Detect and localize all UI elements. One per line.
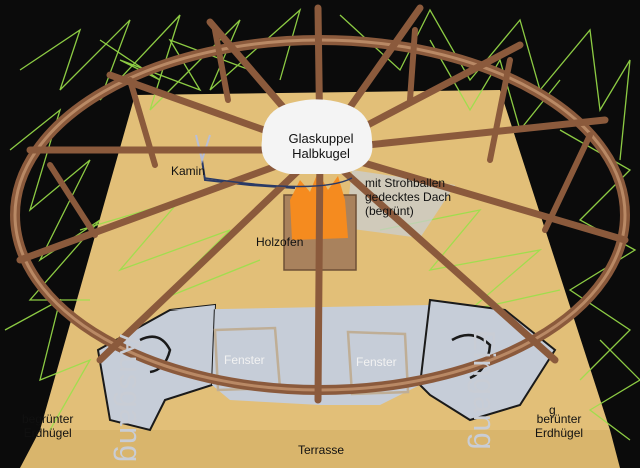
hill-left-label: begrünter Erdhügel [22, 412, 74, 440]
window-right-label: Fenster [356, 355, 397, 369]
entrance-label: Eingang [467, 330, 502, 451]
chimney-top [195, 134, 211, 164]
roof-label: mit Strohballen gedecktes Dach (begrünt) [365, 176, 452, 218]
glass-dome [261, 99, 373, 174]
window-left-label: Fenster [224, 353, 265, 367]
chimney-label: Kamin [171, 164, 206, 178]
window-right-outline [346, 330, 410, 396]
exit-label: Ausgang [113, 334, 148, 464]
dome-label: Glaskuppel Halbkugel [288, 131, 354, 161]
g-mark-label: g [549, 403, 556, 417]
entrance-door-mark [451, 333, 492, 380]
dome-base-outline [204, 177, 353, 188]
straw-roof-panel [345, 170, 455, 238]
terrace-label: Terrasse [298, 443, 345, 457]
hill-right-label: berünter Erdhügel [535, 412, 584, 440]
stove-label: Holzofen [256, 235, 304, 249]
exit-door-mark [139, 335, 172, 374]
board-lower-edge [20, 430, 620, 468]
